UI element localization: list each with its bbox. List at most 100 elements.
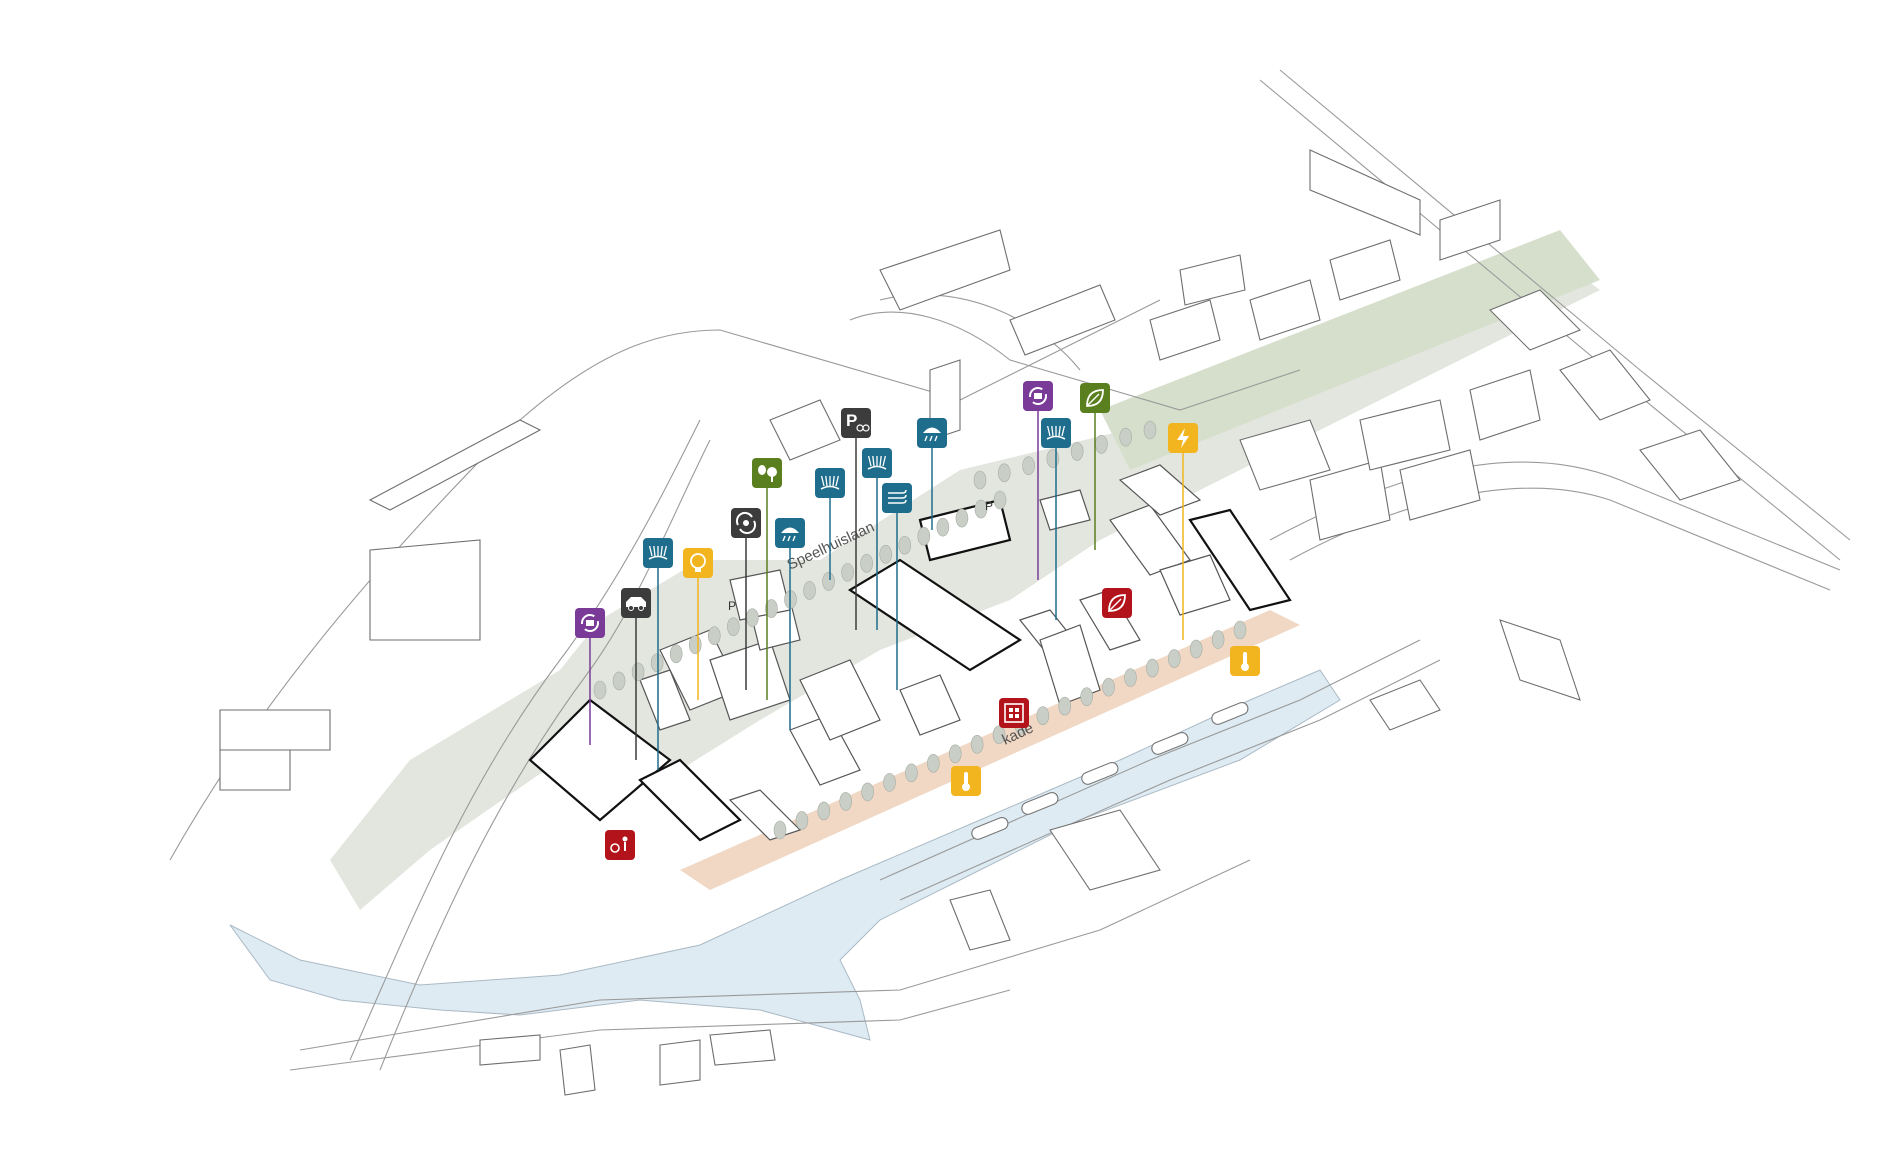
housing-block [789, 714, 861, 786]
water-plants-icon [1046, 425, 1066, 440]
context-building [1049, 809, 1161, 891]
marker-green-roof-water[interactable] [775, 518, 805, 730]
context-building [1239, 419, 1331, 491]
tree [688, 635, 702, 655]
water-plants-icon [820, 475, 840, 490]
housing-block [728, 789, 802, 841]
marker-sustainable-leaf[interactable] [1080, 383, 1110, 550]
building-icon [1004, 703, 1024, 723]
context-building [479, 1034, 541, 1066]
tree [803, 581, 816, 600]
boat [1151, 732, 1189, 755]
circular-arrows-icon [1029, 387, 1047, 405]
hall-building [1188, 508, 1292, 612]
tree [1058, 696, 1072, 716]
housing-block [1118, 464, 1202, 516]
marker-tile [999, 698, 1029, 728]
context-building [1489, 289, 1581, 351]
context-building [1309, 149, 1421, 236]
marker-green-health[interactable] [1102, 588, 1132, 618]
marker-tile [683, 548, 713, 578]
tree [973, 470, 987, 490]
tree [1070, 442, 1084, 461]
marker-biodiversity[interactable] [752, 458, 782, 700]
parking-mark: P [728, 599, 736, 613]
marker-car-sharing[interactable] [621, 588, 651, 760]
tree [817, 801, 831, 821]
tree [795, 811, 809, 830]
tree [650, 653, 664, 673]
marker-smart-lighting[interactable] [683, 548, 713, 700]
water-plants-icon [867, 455, 887, 470]
park-area [330, 260, 1600, 910]
play-icon [610, 836, 628, 853]
tree [1095, 434, 1108, 454]
tree [992, 725, 1006, 745]
tree [727, 617, 740, 636]
context-building [709, 1029, 776, 1066]
context-buildings [219, 149, 1741, 1096]
context-building [1559, 349, 1651, 421]
housing-block [639, 669, 691, 731]
marker-tile [752, 458, 782, 488]
marker-energy[interactable] [1168, 423, 1198, 640]
marker-water-reuse[interactable] [731, 508, 761, 690]
marker-water-retention-2[interactable] [815, 468, 845, 580]
tree [1022, 456, 1035, 476]
marker-heat-stress-2[interactable] [951, 766, 981, 796]
housing-block [1079, 589, 1141, 651]
tree [1143, 420, 1157, 440]
tree [746, 608, 759, 627]
marker-heat-stress-1[interactable] [1230, 646, 1260, 676]
marker-play-area[interactable] [605, 830, 635, 860]
tree [1080, 687, 1093, 706]
context-building [949, 889, 1011, 951]
tree [927, 754, 940, 773]
road-south-1 [299, 859, 1251, 1051]
recycle-bricks-icon [581, 614, 599, 632]
tree [612, 671, 626, 691]
tree [997, 463, 1011, 483]
butterfly-tree-icon [758, 465, 777, 482]
tree [1102, 677, 1115, 697]
housing-block [1039, 489, 1091, 531]
boat [1081, 762, 1119, 785]
tree [841, 563, 854, 582]
housing-block [1109, 504, 1191, 576]
context-building [219, 749, 291, 791]
marker-water-retention-4[interactable] [1041, 418, 1071, 620]
tree [917, 526, 931, 546]
wind-icon [888, 489, 907, 504]
boats [971, 702, 1249, 840]
quay-strip [680, 610, 1300, 890]
tree [631, 662, 645, 682]
marker-water-retention-1[interactable] [643, 538, 673, 770]
context-building [1369, 679, 1441, 731]
marker-rain-roof[interactable] [917, 418, 947, 530]
boat [1021, 792, 1059, 815]
tree [861, 782, 874, 802]
context-building [659, 1039, 701, 1086]
marker-circular-materials[interactable] [575, 608, 605, 745]
marker-circular-reuse[interactable] [1023, 381, 1053, 580]
hall-building [528, 698, 672, 822]
tree [669, 644, 683, 664]
road-west-3 [379, 439, 711, 1071]
road-west-2 [349, 419, 701, 1061]
housing-block [1039, 624, 1101, 706]
context-building [1149, 299, 1221, 361]
rain-roof-icon [923, 427, 941, 442]
parking-bike-icon: P [846, 411, 870, 432]
marker-water-retention-3[interactable] [862, 448, 892, 630]
marker-housing[interactable] [999, 698, 1029, 728]
tree [1146, 658, 1159, 678]
marker-wind[interactable] [882, 483, 912, 690]
parking-mark: P [985, 499, 993, 513]
tree [883, 773, 896, 792]
hall-building [918, 498, 1012, 562]
tree-rows [593, 420, 1247, 840]
context-building [769, 399, 841, 461]
marker-bike-parking[interactable]: P [841, 408, 871, 630]
